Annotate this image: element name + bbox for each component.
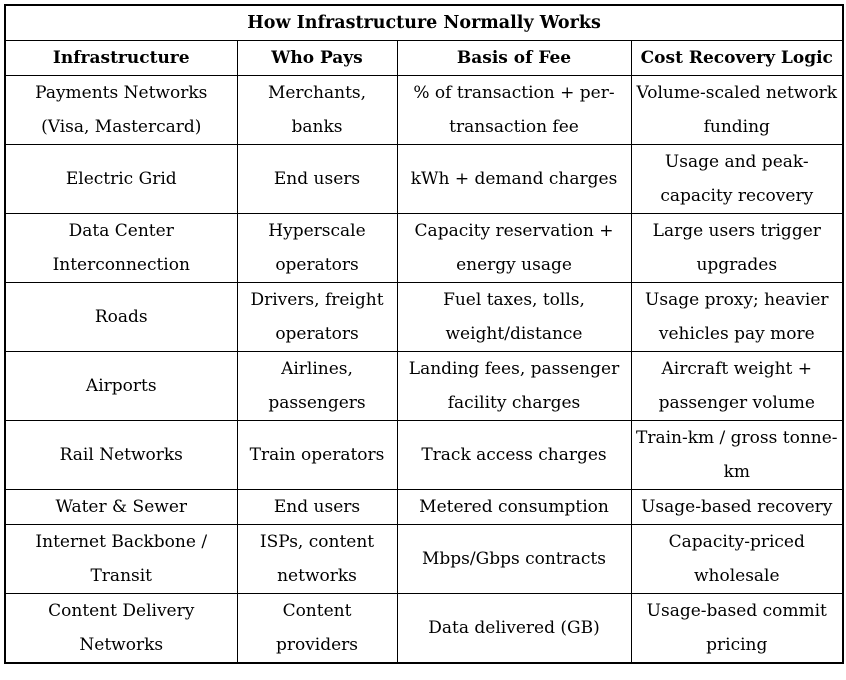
cell-basis-of-fee: Track access charges [396, 420, 632, 490]
cell-cost-recovery-logic: Capacity-priced wholesale [630, 524, 844, 594]
cell-basis-of-fee: Mbps/Gbps contracts [396, 524, 632, 594]
table-row: Content Delivery Networks Content provid… [4, 593, 844, 664]
cell-basis-of-fee: Metered consumption [396, 489, 632, 525]
cell-infrastructure: Internet Backbone / Transit [4, 524, 238, 594]
cell-infrastructure: Roads [4, 282, 238, 352]
table-row: Roads Drivers, freight operators Fuel ta… [4, 282, 844, 352]
table-row: Rail Networks Train operators Track acce… [4, 420, 844, 490]
table-row: Airports Airlines, passengers Landing fe… [4, 351, 844, 421]
table-row: Water & Sewer End users Metered consumpt… [4, 489, 844, 525]
cell-who-pays: End users [236, 144, 398, 214]
cell-who-pays: Merchants, banks [236, 75, 398, 145]
column-header-infrastructure: Infrastructure [4, 40, 238, 76]
cell-basis-of-fee: Fuel taxes, tolls, weight/distance [396, 282, 632, 352]
table-row: Electric Grid End users kWh + demand cha… [4, 144, 844, 214]
cell-who-pays: Content providers [236, 593, 398, 664]
cell-infrastructure: Data Center Interconnection [4, 213, 238, 283]
cell-infrastructure: Water & Sewer [4, 489, 238, 525]
cell-cost-recovery-logic: Usage proxy; heavier vehicles pay more [630, 282, 844, 352]
table-row: Data Center Interconnection Hyperscale o… [4, 213, 844, 283]
cell-cost-recovery-logic: Usage-based commit pricing [630, 593, 844, 664]
cell-cost-recovery-logic: Usage and peak-capacity recovery [630, 144, 844, 214]
table-row: Internet Backbone / Transit ISPs, conten… [4, 524, 844, 594]
title-row: How Infrastructure Normally Works [4, 4, 844, 41]
cell-cost-recovery-logic: Volume-scaled network funding [630, 75, 844, 145]
cell-who-pays: Drivers, freight operators [236, 282, 398, 352]
table-title: How Infrastructure Normally Works [4, 4, 844, 41]
cell-cost-recovery-logic: Train-km / gross tonne-km [630, 420, 844, 490]
cell-infrastructure: Electric Grid [4, 144, 238, 214]
table-row: Payments Networks (Visa, Mastercard) Mer… [4, 75, 844, 145]
cell-basis-of-fee: kWh + demand charges [396, 144, 632, 214]
cell-cost-recovery-logic: Usage-based recovery [630, 489, 844, 525]
cell-basis-of-fee: % of transaction + per-transaction fee [396, 75, 632, 145]
column-header-who-pays: Who Pays [236, 40, 398, 76]
cell-basis-of-fee: Landing fees, passenger facility charges [396, 351, 632, 421]
column-header-cost-recovery-logic: Cost Recovery Logic [630, 40, 844, 76]
cell-who-pays: End users [236, 489, 398, 525]
cell-basis-of-fee: Data delivered (GB) [396, 593, 632, 664]
column-header-basis-of-fee: Basis of Fee [396, 40, 632, 76]
cell-infrastructure: Payments Networks (Visa, Mastercard) [4, 75, 238, 145]
cell-basis-of-fee: Capacity reservation + energy usage [396, 213, 632, 283]
header-row: Infrastructure Who Pays Basis of Fee Cos… [4, 40, 844, 76]
cell-cost-recovery-logic: Large users trigger upgrades [630, 213, 844, 283]
cell-infrastructure: Content Delivery Networks [4, 593, 238, 664]
cell-infrastructure: Airports [4, 351, 238, 421]
cell-cost-recovery-logic: Aircraft weight + passenger volume [630, 351, 844, 421]
infrastructure-table: How Infrastructure Normally Works Infras… [4, 4, 845, 664]
cell-infrastructure: Rail Networks [4, 420, 238, 490]
cell-who-pays: Airlines, passengers [236, 351, 398, 421]
cell-who-pays: Train operators [236, 420, 398, 490]
cell-who-pays: Hyperscale operators [236, 213, 398, 283]
cell-who-pays: ISPs, content networks [236, 524, 398, 594]
